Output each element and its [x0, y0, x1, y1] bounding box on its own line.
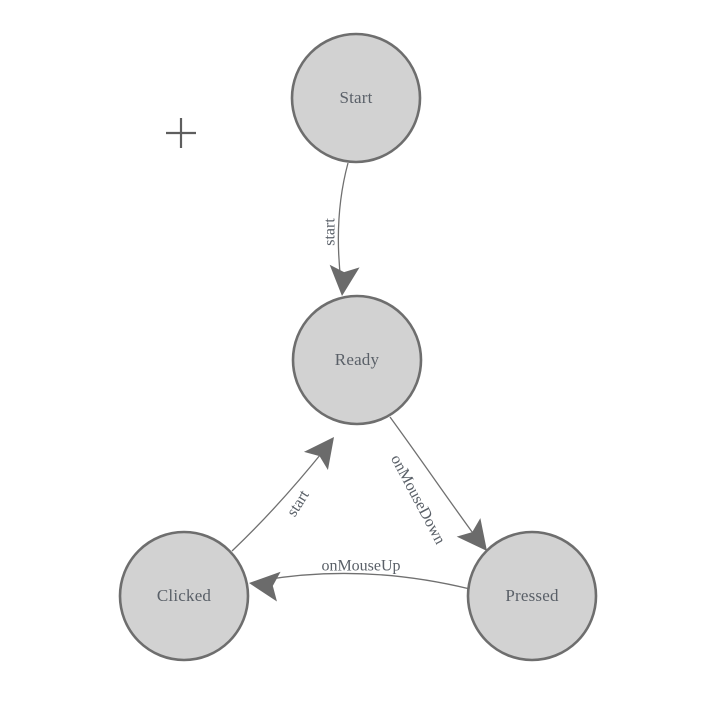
crosshair-icon	[166, 118, 196, 148]
edge-line	[337, 162, 349, 283]
arrowhead-icon	[249, 571, 281, 602]
state-node-label: Ready	[335, 350, 380, 369]
edge-start-to-ready[interactable]: start	[322, 162, 360, 297]
state-node-label: Pressed	[505, 586, 559, 605]
edge-line	[263, 572, 471, 590]
edge-label: onMouseDown	[387, 452, 448, 547]
state-node-ready[interactable]: Ready	[291, 294, 423, 426]
edge-line	[389, 416, 479, 541]
edge-pressed-to-clicked[interactable]: onMouseUp	[247, 558, 471, 602]
state-node-circle[interactable]	[290, 32, 422, 164]
arrowhead-icon	[303, 437, 334, 470]
edge-clicked-to-ready[interactable]: start	[231, 428, 346, 552]
state-node-label: Start	[339, 88, 372, 107]
edge-line	[231, 448, 326, 552]
state-node-circle[interactable]	[466, 530, 598, 662]
state-node-clicked[interactable]: Clicked	[118, 530, 250, 662]
state-node-start[interactable]: Start	[290, 32, 422, 164]
crosshair-marker-layer	[166, 118, 196, 148]
edge-label: start	[322, 218, 339, 246]
edge-label: onMouseUp	[321, 558, 400, 575]
state-node-label: Clicked	[157, 586, 212, 605]
arrowhead-icon	[329, 264, 360, 296]
arrowhead-icon	[456, 518, 487, 551]
edge-ready-to-pressed[interactable]: onMouseDown	[387, 416, 499, 560]
state-node-circle[interactable]	[118, 530, 250, 662]
state-node-pressed[interactable]: Pressed	[466, 530, 598, 662]
state-node-circle[interactable]	[291, 294, 423, 426]
